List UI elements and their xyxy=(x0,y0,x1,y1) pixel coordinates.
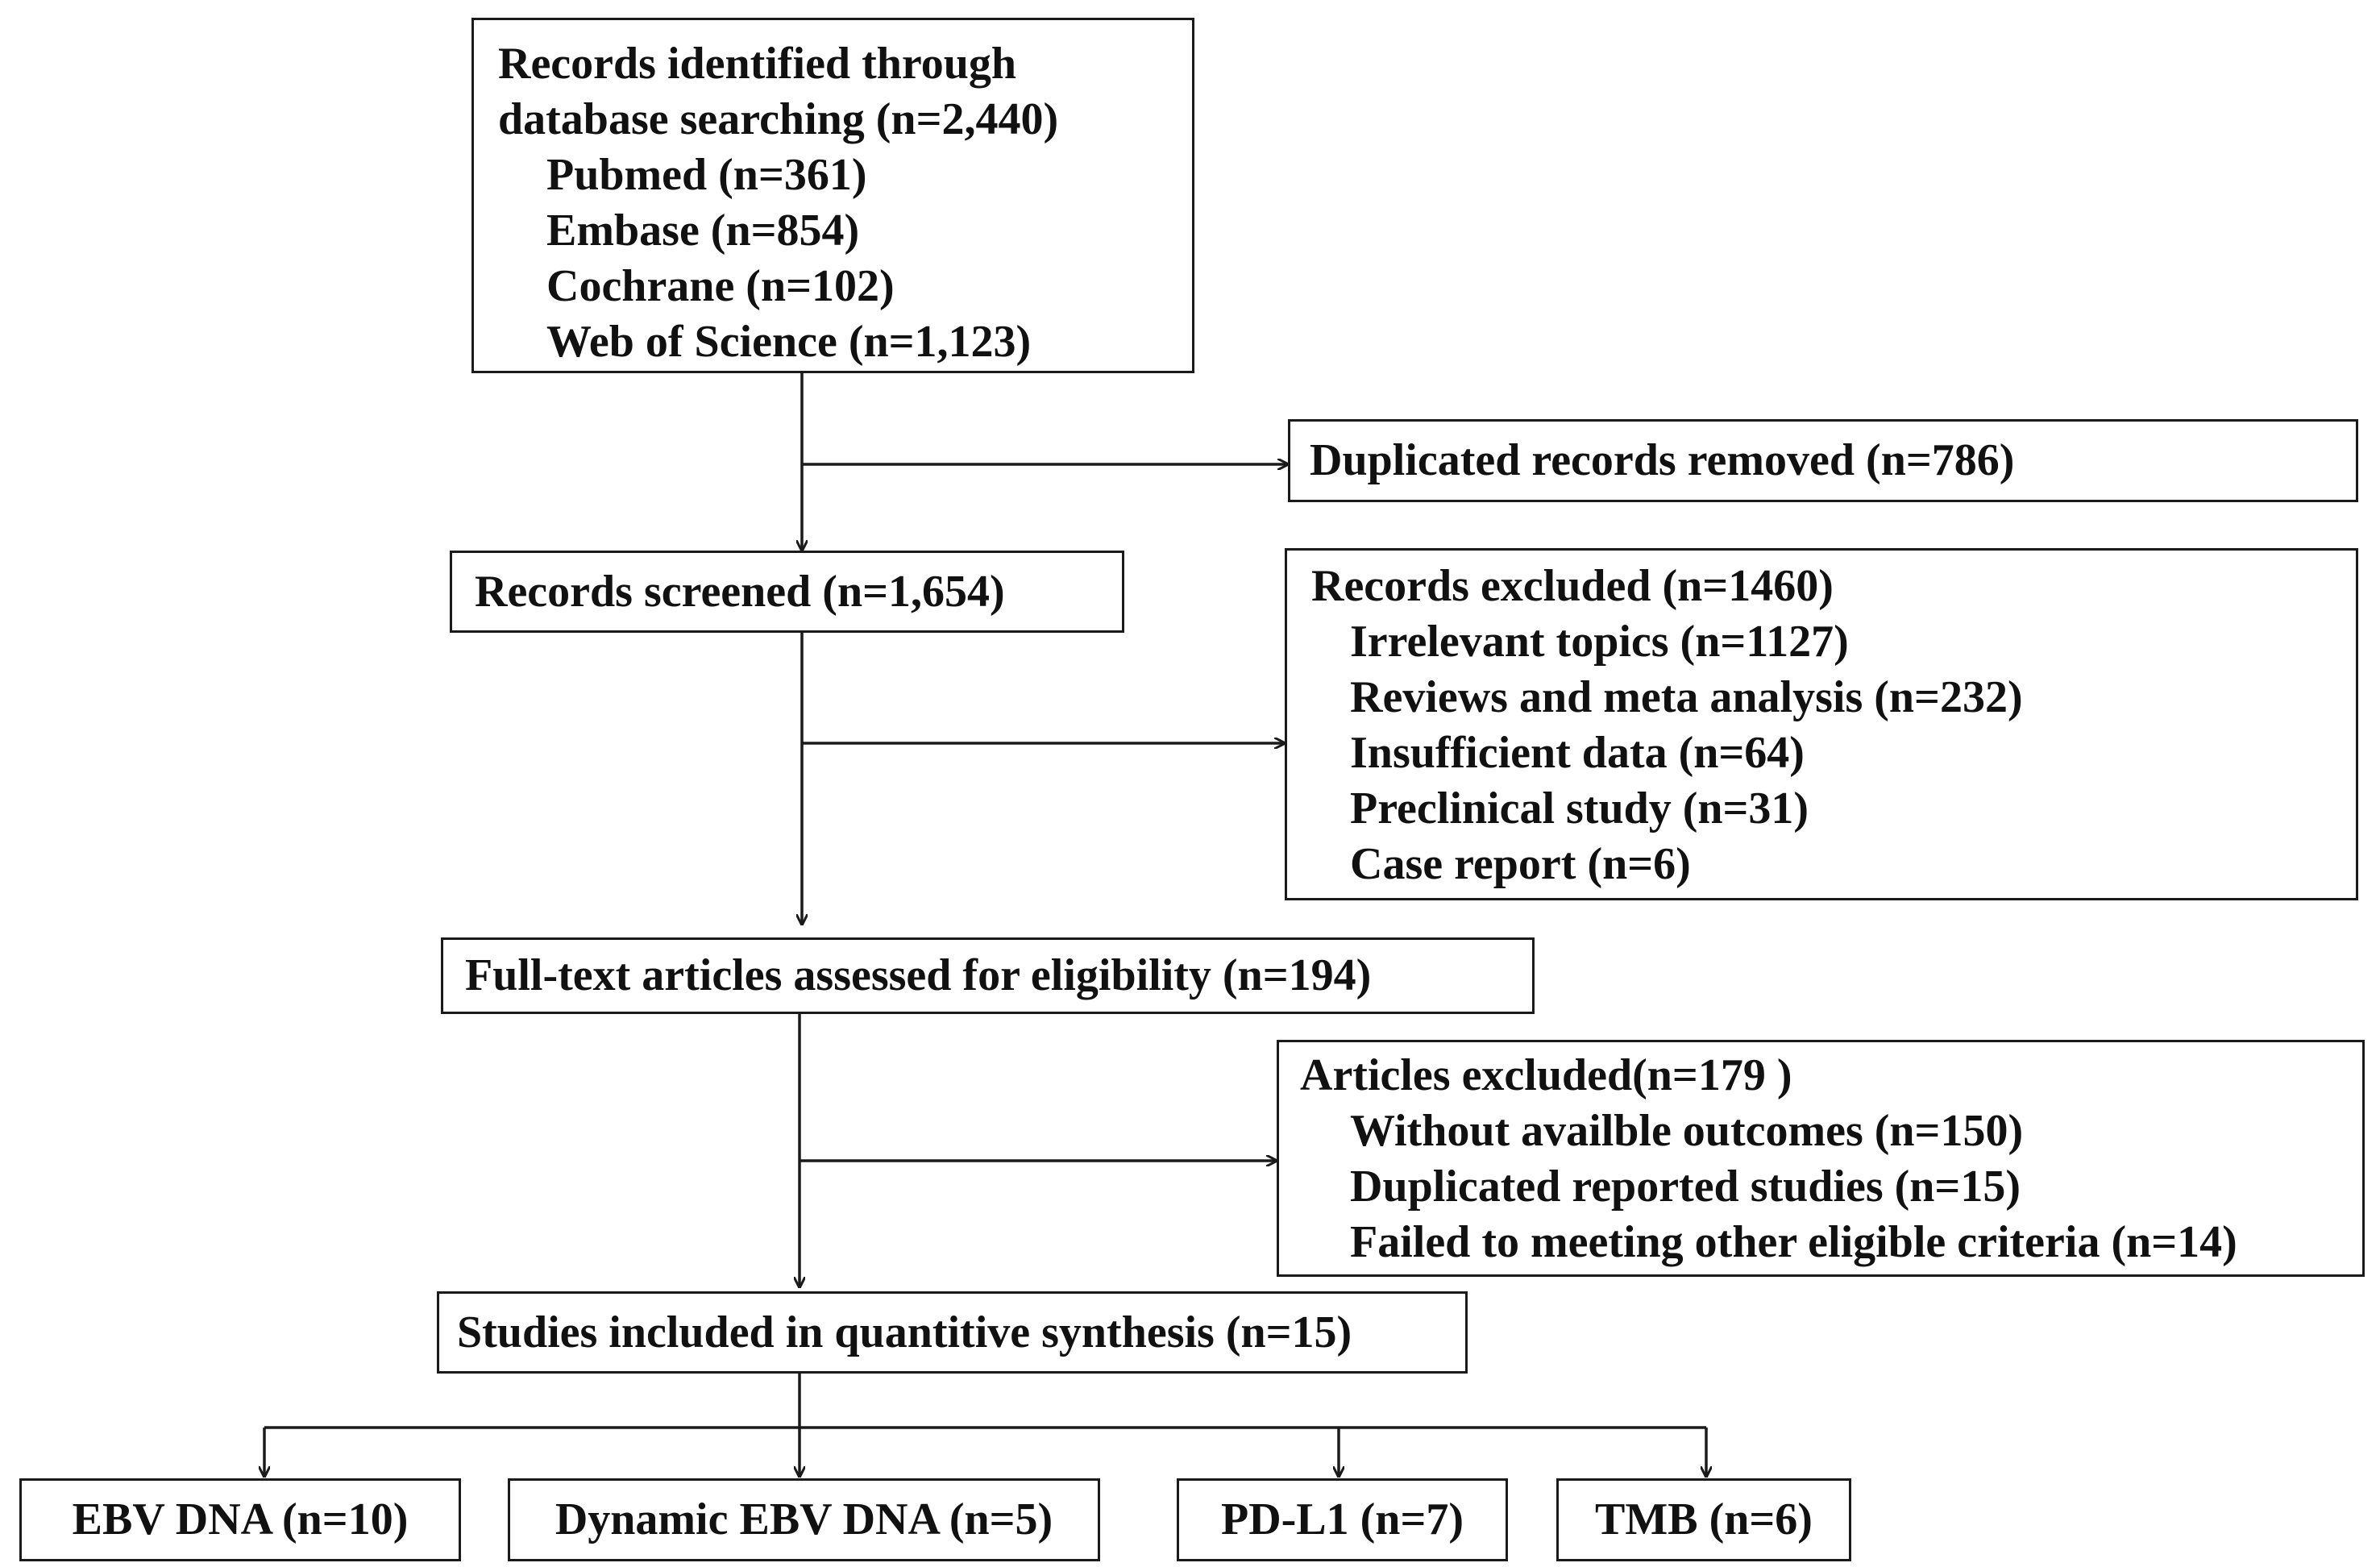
fulltext-assessed-box: Full-text articles assessed for eligibil… xyxy=(441,937,1535,1014)
outcome-ebv-dna-box: EBV DNA (n=10) xyxy=(19,1478,461,1561)
excluded-reason-reviews: Reviews and meta analysis (n=232) xyxy=(1350,672,2023,722)
studies-included-box: Studies included in quantitive synthesis… xyxy=(437,1291,1468,1374)
records-excluded-title: Records excluded (n=1460) xyxy=(1311,561,1834,611)
source-web-of-science: Web of Science (n=1,123) xyxy=(546,317,1032,367)
source-cochrane: Cochrane (n=102) xyxy=(546,261,895,311)
outcome-pd-l1-box: PD-L1 (n=7) xyxy=(1177,1478,1508,1561)
outcome-tmb-text: TMB (n=6) xyxy=(1595,1494,1813,1544)
articles-excluded-box: Articles excluded(n=179 ) Without availb… xyxy=(1277,1040,2365,1277)
excluded-reason-case-report: Case report (n=6) xyxy=(1350,839,1691,889)
article-reason-other-criteria: Failed to meeting other eligible criteri… xyxy=(1350,1217,2237,1267)
articles-excluded-title: Articles excluded(n=179 ) xyxy=(1300,1050,1792,1100)
outcome-dynamic-ebv-dna-box: Dynamic EBV DNA (n=5) xyxy=(508,1478,1100,1561)
article-reason-duplicated-studies: Duplicated reported studies (n=15) xyxy=(1350,1162,2021,1212)
source-embase: Embase (n=854) xyxy=(546,206,860,256)
source-pubmed: Pubmed (n=361) xyxy=(546,150,867,200)
excluded-reason-preclinical: Preclinical study (n=31) xyxy=(1350,784,1809,833)
records-excluded-box: Records excluded (n=1460) Irrelevant top… xyxy=(1285,548,2358,900)
excluded-reason-insufficient-data: Insufficient data (n=64) xyxy=(1350,728,1805,778)
duplicates-removed-box: Duplicated records removed (n=786) xyxy=(1288,419,2358,502)
article-reason-no-outcomes: Without availble outcomes (n=150) xyxy=(1350,1106,2024,1156)
identification-box: Records identified through database sear… xyxy=(471,18,1194,373)
excluded-reason-irrelevant: Irrelevant topics (n=1127) xyxy=(1350,617,1849,667)
outcome-tmb-box: TMB (n=6) xyxy=(1556,1478,1851,1561)
outcome-dynamic-ebv-dna-text: Dynamic EBV DNA (n=5) xyxy=(555,1494,1053,1544)
duplicates-removed-text: Duplicated records removed (n=786) xyxy=(1310,435,2015,485)
identification-title-line2: database searching (n=2,440) xyxy=(498,94,1059,144)
records-screened-text: Records screened (n=1,654) xyxy=(475,566,1005,617)
records-screened-box: Records screened (n=1,654) xyxy=(450,551,1124,633)
fulltext-assessed-text: Full-text articles assessed for eligibil… xyxy=(465,950,1372,1000)
studies-included-text: Studies included in quantitive synthesis… xyxy=(457,1307,1352,1357)
outcome-pd-l1-text: PD-L1 (n=7) xyxy=(1221,1494,1464,1544)
identification-title-line1: Records identified through xyxy=(498,39,1016,89)
outcome-ebv-dna-text: EBV DNA (n=10) xyxy=(72,1494,409,1544)
